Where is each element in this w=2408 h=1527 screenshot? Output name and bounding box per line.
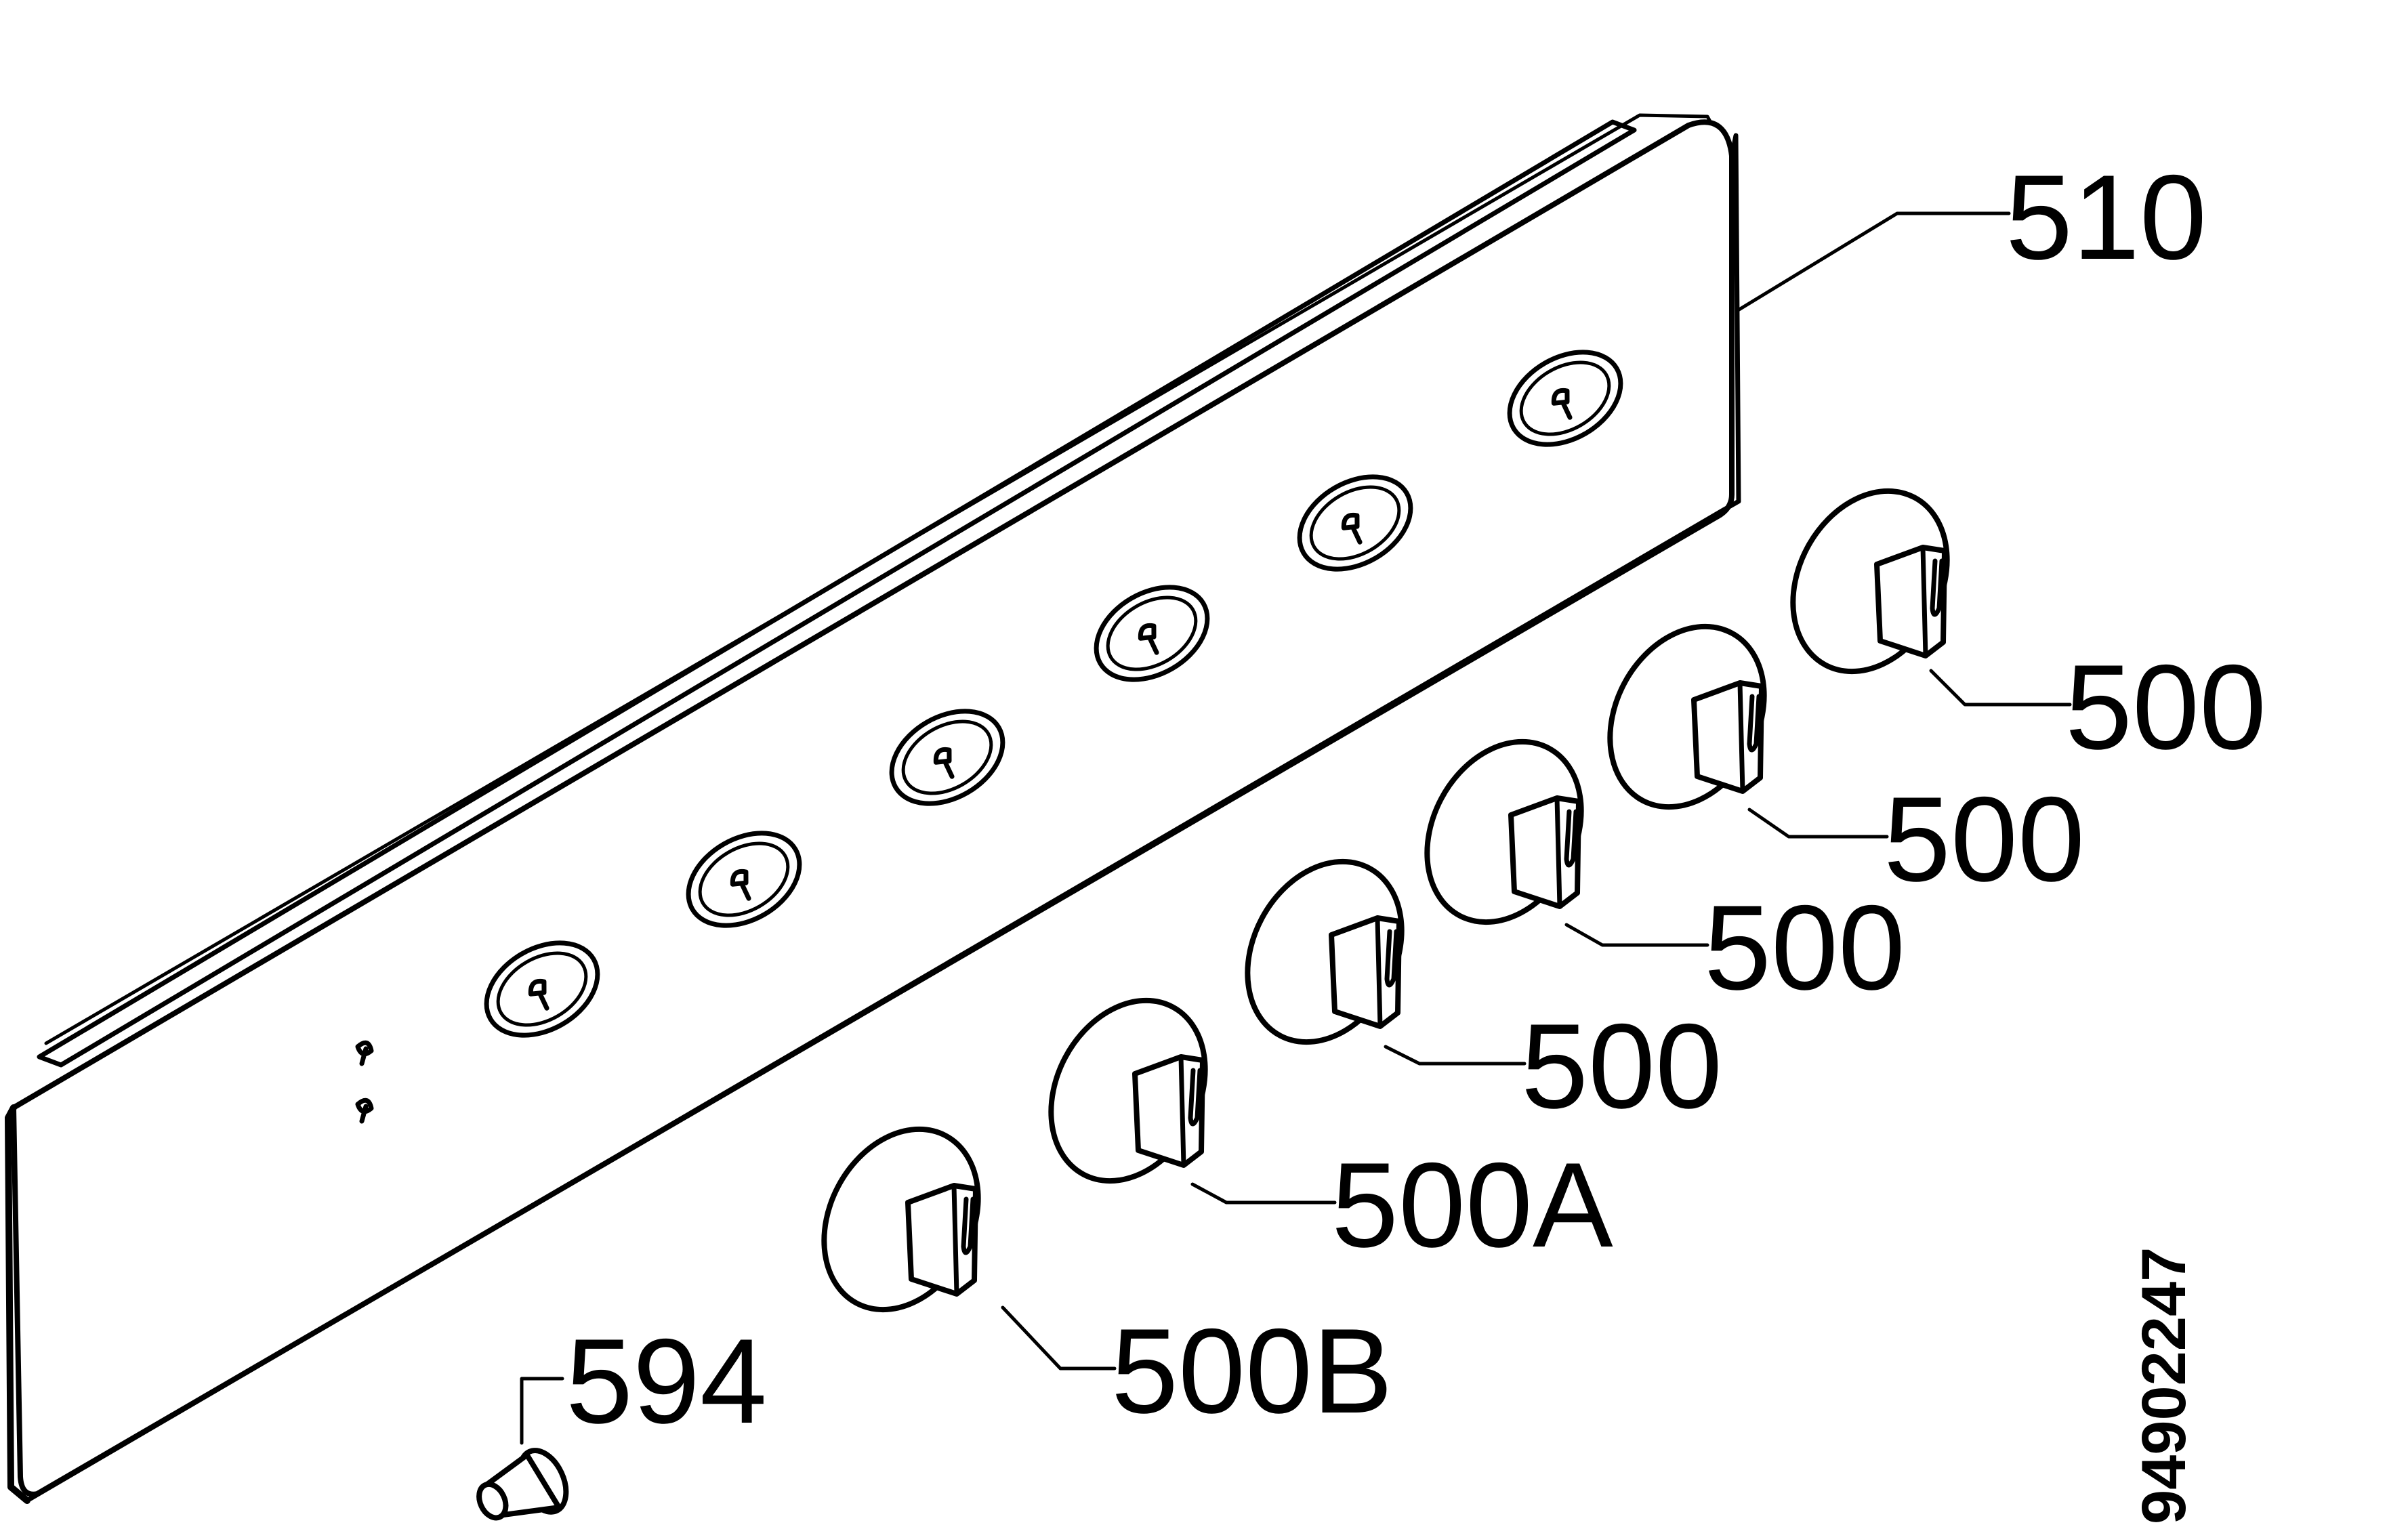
leader-line-500A <box>1190 1182 1337 1205</box>
control-knob <box>1245 858 1405 1045</box>
control-knob <box>1790 488 1950 675</box>
screw <box>476 1448 569 1521</box>
knob-hole <box>1507 350 1623 447</box>
callout-label-500: 500 <box>2065 640 2266 774</box>
control-knob <box>1424 738 1584 925</box>
callout-label-594: 594 <box>566 1314 767 1448</box>
control-knob <box>1048 997 1208 1184</box>
callout-label-500A: 500A <box>1331 1137 1613 1272</box>
knob-hole <box>484 940 600 1038</box>
leader-line-500-1 <box>1929 669 2072 707</box>
knob-hole <box>889 709 1005 806</box>
panel-left-edge <box>5 1104 30 1504</box>
panel-front-face <box>11 119 1735 1497</box>
callout-label-500: 500 <box>1704 880 1905 1015</box>
knob-hole <box>686 831 802 928</box>
control-knob <box>1607 623 1767 810</box>
indicator-light-icon <box>355 1097 374 1124</box>
callout-label-500B: 500B <box>1111 1303 1393 1438</box>
callout-label-500: 500 <box>1521 999 1722 1133</box>
knob-hole <box>1094 585 1210 682</box>
control-knobs <box>821 488 1950 1313</box>
callout-label-500: 500 <box>1884 772 2085 906</box>
leader-line-500-4 <box>1384 1045 1527 1066</box>
control-panel <box>5 113 1741 1504</box>
indicator-light-icon <box>355 1040 374 1066</box>
leader-line-500-3 <box>1564 923 1709 947</box>
panel-right-edge <box>1722 133 1741 512</box>
knob-holes <box>484 350 1623 1038</box>
indicator-lights <box>355 1040 374 1124</box>
callout-labels: 510 500 500 500 500 500A 500B 594 <box>566 150 2266 1448</box>
control-knob <box>821 1126 981 1313</box>
leader-lines <box>520 211 2072 1445</box>
leader-line-500B <box>1001 1305 1117 1371</box>
panel-bottom-edge <box>24 507 1727 1503</box>
callout-label-510: 510 <box>2006 150 2207 285</box>
leader-line-500-2 <box>1747 808 1889 839</box>
drawing-code: 94902247 <box>2130 1247 2199 1524</box>
leader-line-510 <box>1736 211 2011 312</box>
knob-hole <box>1297 474 1413 572</box>
panel-top-flange <box>37 119 1637 1068</box>
leader-line-594 <box>520 1377 564 1445</box>
